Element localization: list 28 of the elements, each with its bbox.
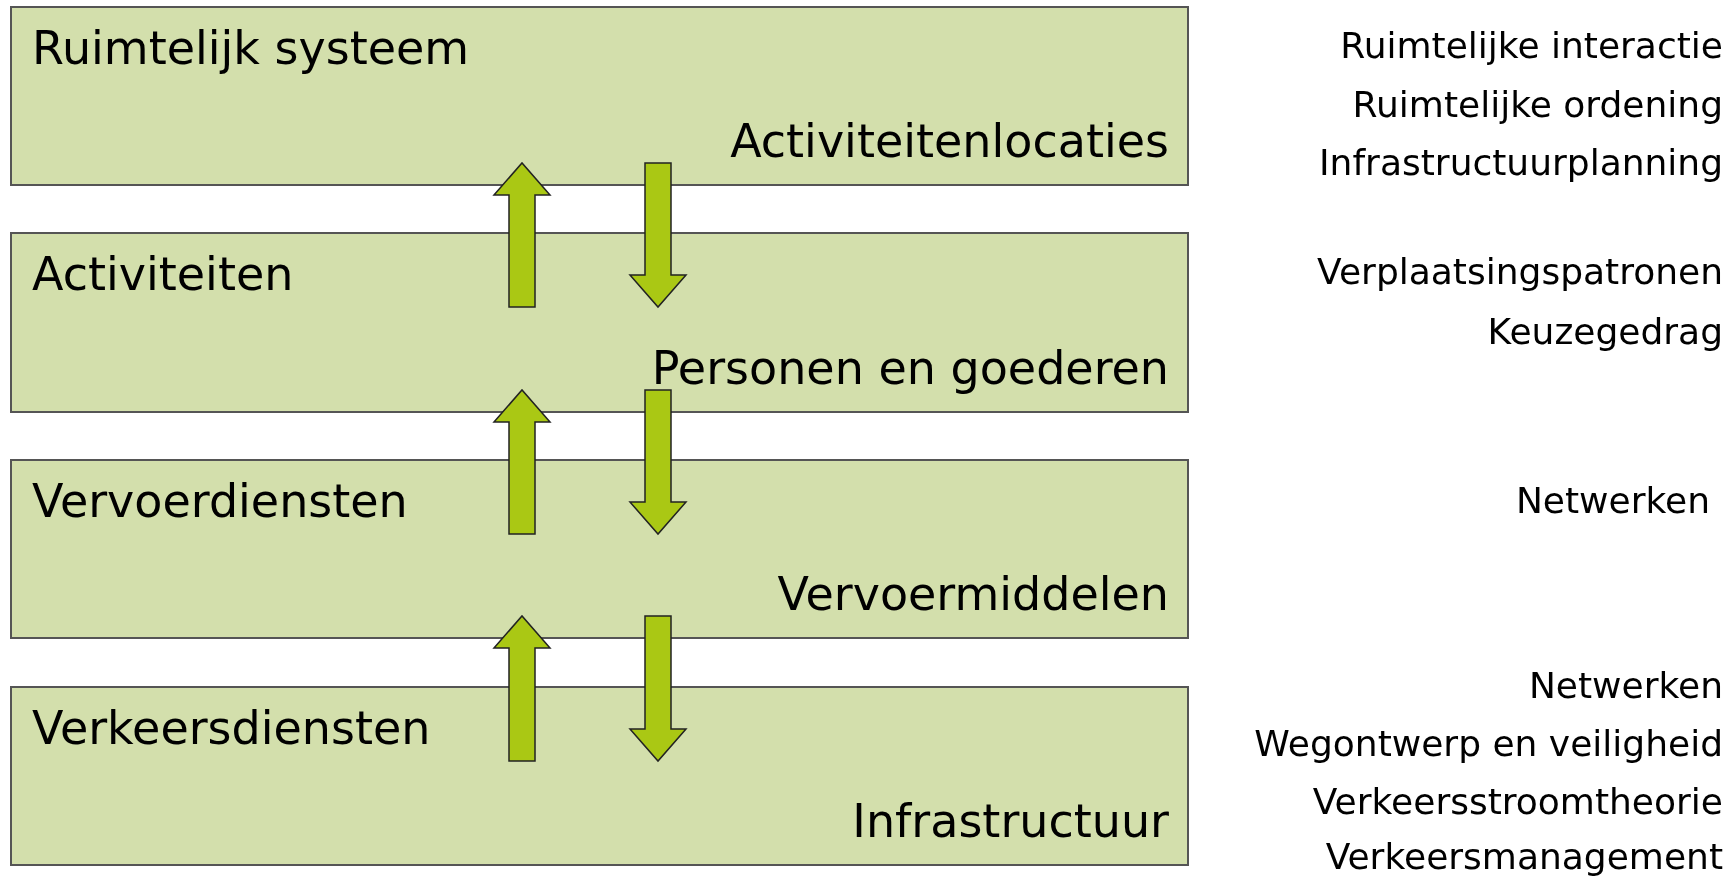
topic-label: Netwerken (1515, 483, 1710, 519)
block-arrow (492, 161, 552, 308)
block-arrow (628, 162, 688, 309)
block-arrow (628, 389, 688, 536)
layer-title: Activiteiten (32, 246, 294, 303)
layer-title: Vervoerdiensten (32, 473, 408, 530)
topic-label: Verkeersstroomtheorie (1312, 784, 1723, 820)
layer-subtitle: Vervoermiddelen (777, 565, 1169, 623)
block-arrow (492, 388, 552, 535)
layer-box (10, 459, 1189, 639)
topic-label: Wegontwerp en veiligheid (1254, 726, 1723, 762)
topic-label: Infrastructuurplanning (1319, 145, 1723, 181)
topic-label: Ruimtelijke ordening (1352, 87, 1723, 123)
topic-label: Keuzegedrag (1487, 314, 1723, 350)
layer-box (10, 686, 1189, 866)
topic-label: Verkeersmanagement (1325, 839, 1723, 875)
layer-subtitle: Personen en goederen (651, 339, 1169, 397)
block-arrow (492, 614, 552, 762)
layer-subtitle: Activiteitenlocaties (730, 112, 1169, 170)
layer-title: Verkeersdiensten (32, 700, 431, 757)
topic-label: Ruimtelijke interactie (1340, 28, 1723, 64)
layer-box (10, 232, 1189, 413)
layer-box (10, 6, 1189, 186)
layer-title: Ruimtelijk systeem (32, 20, 470, 77)
layer-subtitle: Infrastructuur (852, 792, 1169, 850)
block-arrow (628, 615, 688, 763)
topic-label: Verplaatsingspatronen (1317, 254, 1723, 290)
topic-label: Netwerken (1528, 668, 1723, 704)
